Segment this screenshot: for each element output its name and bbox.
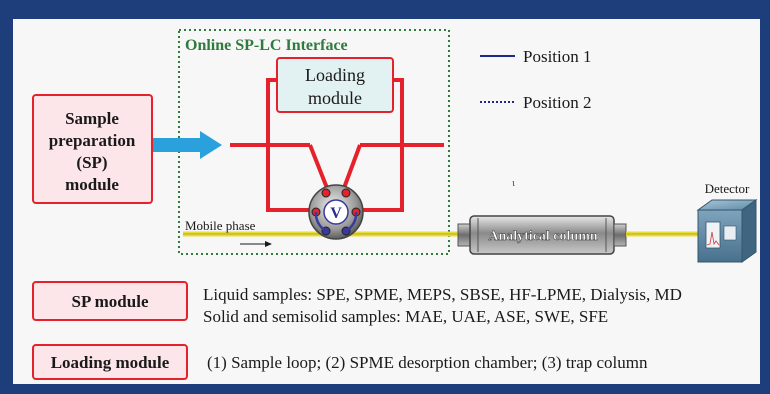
sp-arrow-shaft [153,138,203,152]
legend-position1-label: Position 1 [523,47,592,66]
sp-module-liquid-text: Liquid samples: SPE, SPME, MEPS, SBSE, H… [203,285,682,304]
legend-position2-label: Position 2 [523,93,592,112]
valve-label: V [330,205,342,222]
valve-channel-left [314,211,327,233]
detector-side [741,199,757,263]
flow-arrow-head [265,241,272,247]
detector-label: Detector [705,181,750,196]
valve-channel-right [345,211,358,233]
frame-bottom [0,384,770,394]
sp-module-line-1: Sample [65,109,119,128]
valve-port-2 [341,188,351,198]
detector-peak [706,231,720,246]
sp-module-line-3: (SP) [76,153,107,172]
loading-module-info-box [32,344,188,380]
loading-module-line-1: Loading [305,65,365,85]
stray-mark: ι [512,177,515,189]
loading-module-line-2: module [308,88,362,108]
valve-center [323,199,349,225]
detector-keypad [723,225,737,241]
column-cap-left [457,223,471,247]
column-label: Analytical column [488,229,597,244]
interface-title: Online SP-LC Interface [185,37,348,54]
valve-port-1 [321,188,331,198]
sp-module-line-4: module [65,175,119,194]
sp-arrow-head [200,131,222,159]
valve-out-line [342,144,362,189]
sp-module-info-box [32,281,188,321]
loading-module-info-label: Loading module [51,353,170,372]
frame-right [760,0,770,394]
sp-module-info-label: SP module [72,292,149,311]
sp-module-line-2: preparation [49,131,136,150]
mobile-phase-label: Mobile phase [185,218,256,233]
column-cap-right [613,223,627,247]
frame-top [0,0,770,19]
valve-in-line [308,144,329,189]
frame-left [0,0,13,394]
loading-module-desc-text: (1) Sample loop; (2) SPME desorption cha… [207,353,648,372]
loading-module-box [276,57,394,113]
sp-module-box [32,94,153,204]
sp-module-solid-text: Solid and semisolid samples: MAE, UAE, A… [203,307,608,326]
